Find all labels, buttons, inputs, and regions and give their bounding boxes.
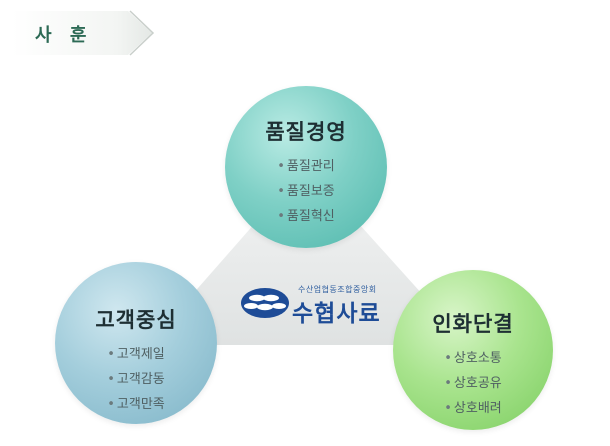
value-item: 상호소통 (444, 346, 502, 371)
value-item-list: 품질관리 품질보증 품질혁신 (277, 154, 335, 229)
value-title: 고객중심 (95, 308, 177, 332)
logo-subtitle: 수산업협동조합중앙회 (298, 285, 377, 294)
value-item: 품질혁신 (277, 204, 335, 229)
value-circle-harmony: 인화단결 상호소통 상호공유 상호배려 (393, 270, 553, 430)
value-title: 인화단결 (432, 312, 514, 336)
value-item: 품질보증 (277, 179, 335, 204)
value-item: 고객감동 (107, 367, 165, 392)
fish-logo-icon (241, 288, 289, 318)
header-title: 사 훈 (35, 25, 93, 46)
logo-name: 수협사료 (292, 301, 381, 327)
value-circle-quality: 품질경영 품질관리 품질보증 품질혁신 (225, 86, 387, 248)
value-item: 상호배려 (444, 396, 502, 421)
value-item: 품질관리 (277, 154, 335, 179)
company-logo: 수산업협동조합중앙회 수협사료 (240, 284, 380, 327)
section-header-tab: 사 훈 (10, 8, 155, 58)
value-item-list: 상호소통 상호공유 상호배려 (444, 346, 502, 421)
value-circle-customer: 고객중심 고객제일 고객감동 고객만족 (55, 262, 217, 424)
value-item: 고객만족 (107, 392, 165, 417)
value-item: 상호공유 (444, 371, 502, 396)
value-item: 고객제일 (107, 342, 165, 367)
value-item-list: 고객제일 고객감동 고객만족 (107, 342, 165, 417)
value-title: 품질경영 (265, 120, 347, 144)
header-tab-shape (12, 10, 155, 56)
